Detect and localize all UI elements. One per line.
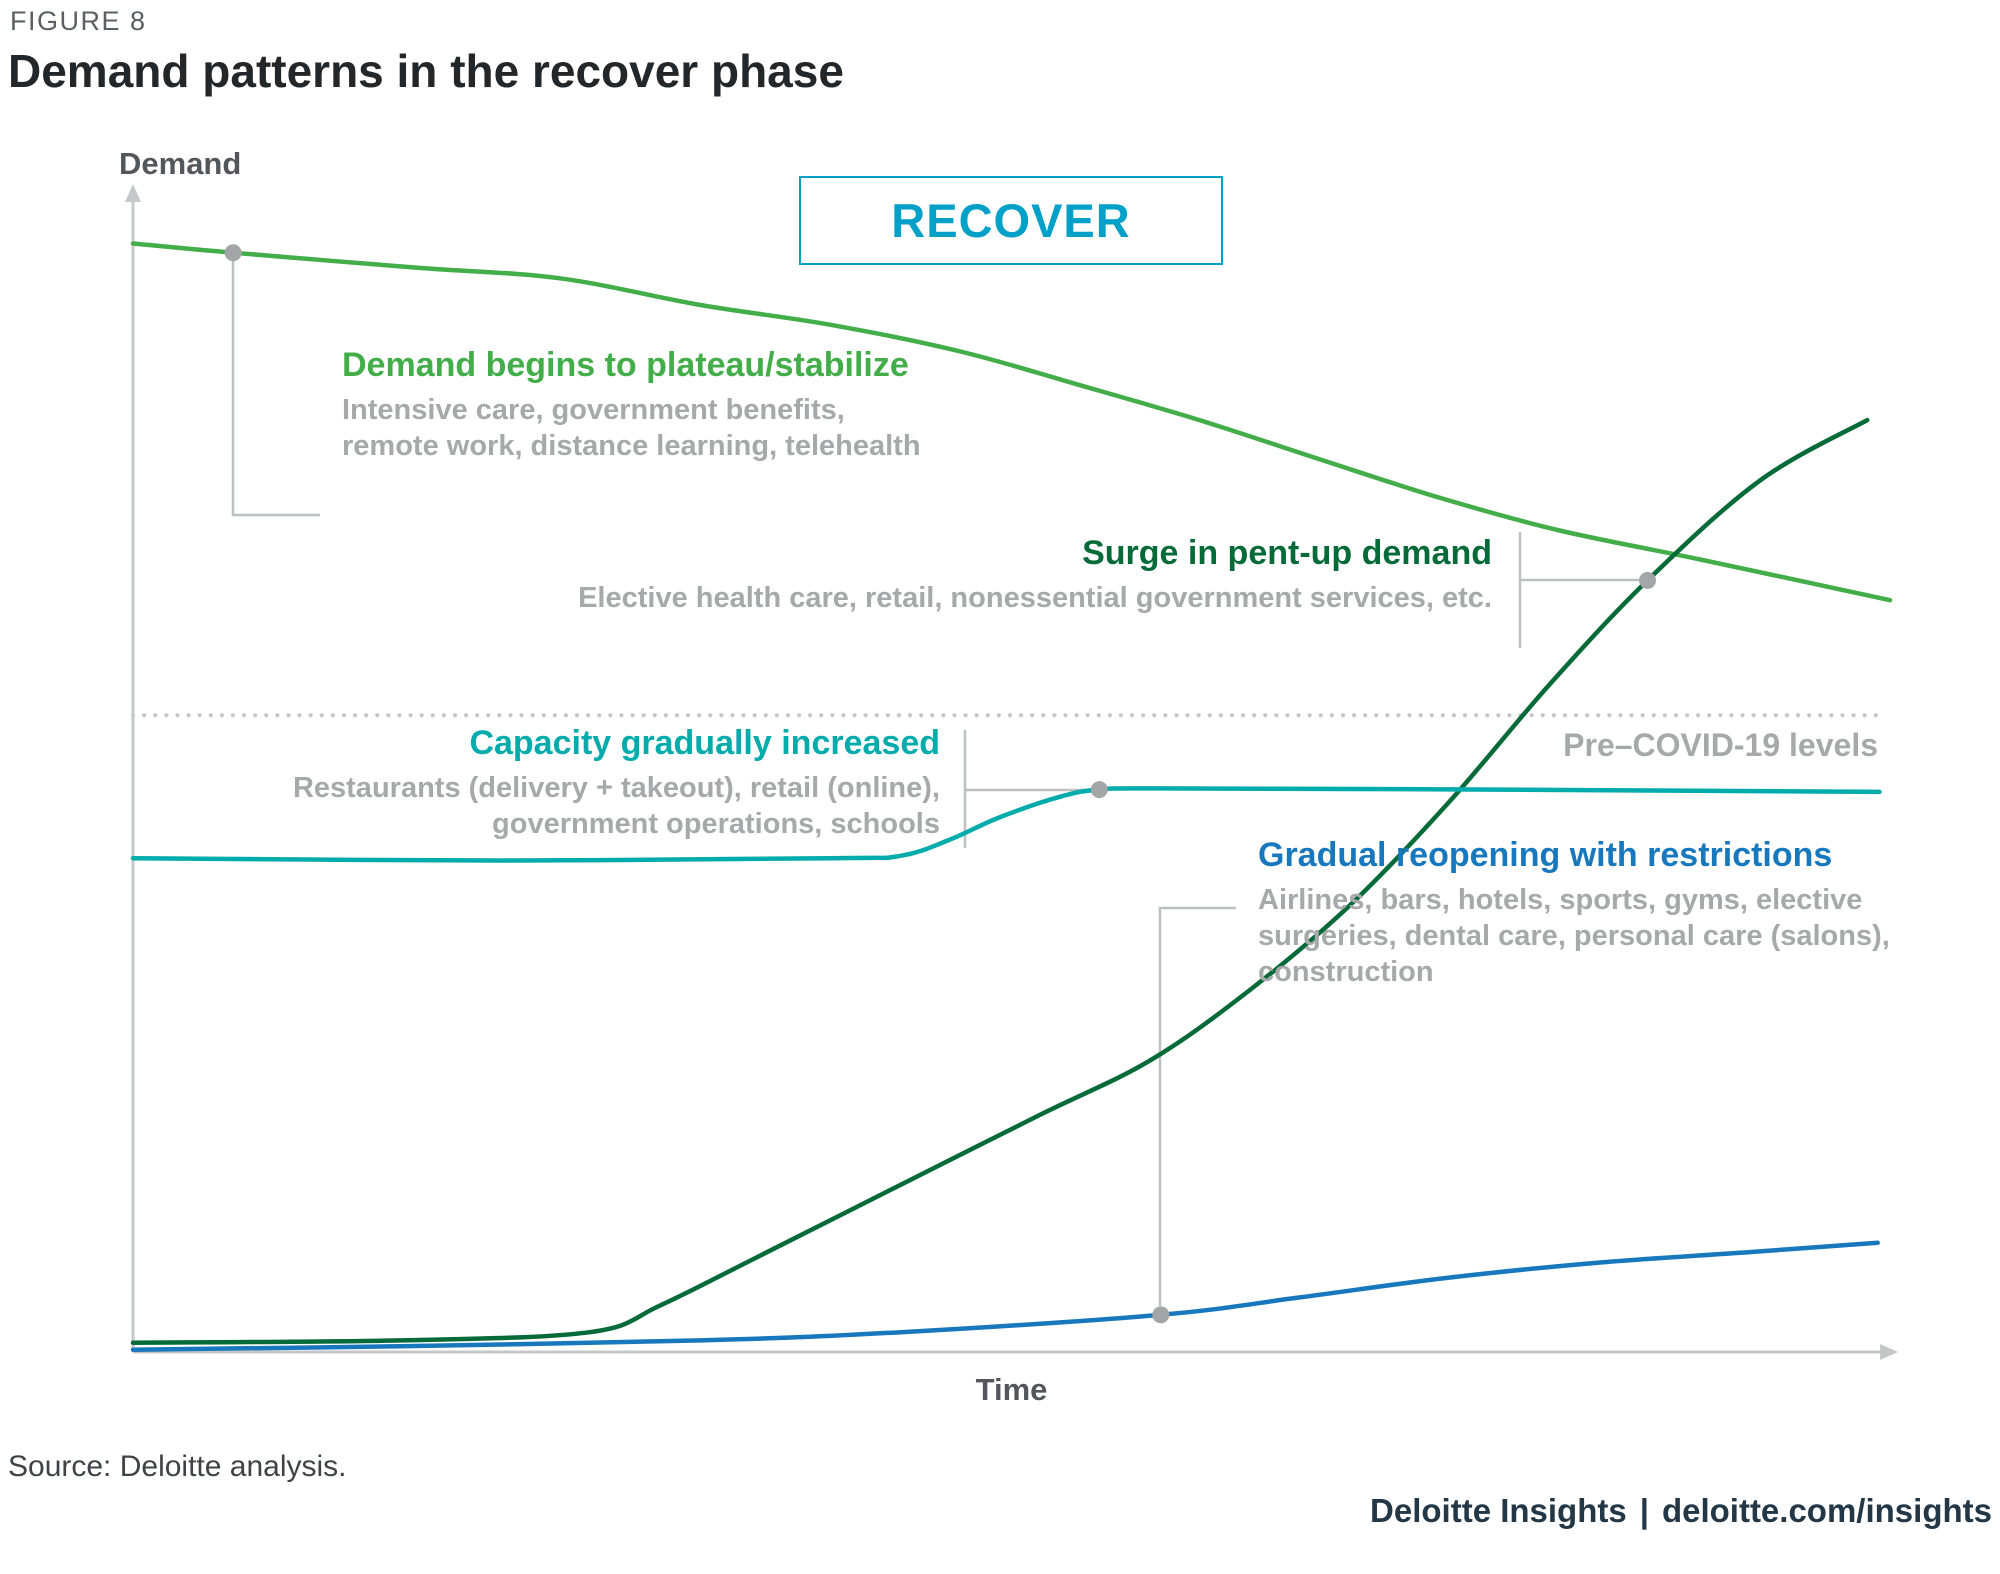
footer-brand: Deloitte Insights [1370, 1492, 1627, 1529]
annotation-reopening: Gradual reopening with restrictions Airl… [1258, 836, 1890, 990]
annotation-reopening-line: Airlines, bars, hotels, sports, gyms, el… [1258, 884, 1863, 916]
annotation-reopening-heading: Gradual reopening with restrictions [1258, 836, 1833, 874]
annotation-plateau-heading: Demand begins to plateau/stabilize [342, 346, 909, 384]
series-line-1 [130, 417, 1870, 1345]
annotation-plateau-line: Intensive care, government benefits, [342, 394, 845, 426]
annotation-reopening-line: surgeries, dental care, personal care (s… [1258, 920, 1890, 952]
series-marker-1 [1639, 571, 1657, 589]
page-title: Demand patterns in the recover phase [8, 45, 844, 97]
footer-link[interactable]: deloitte.com/insights [1661, 1492, 1992, 1529]
pre-covid-level-label: Pre–COVID-19 levels [1563, 727, 1878, 763]
y-axis-label: Demand [119, 146, 242, 181]
x-axis-label: Time [975, 1372, 1048, 1407]
annotation-surge-line: Elective health care, retail, nonessenti… [578, 582, 1492, 614]
annotation-reopening-line: construction [1258, 956, 1434, 988]
series-line-0 [130, 241, 1893, 603]
series-marker-2 [1090, 781, 1108, 799]
annotation-plateau: Demand begins to plateau/stabilize Inten… [342, 346, 921, 464]
source-note: Source: Deloitte analysis. [8, 1450, 347, 1483]
footer-credit: Deloitte Insights | deloitte.com/insights [1370, 1492, 1992, 1530]
x-axis-arrow-icon [1880, 1344, 1898, 1360]
series-line-2 [130, 786, 1882, 863]
series-marker-0 [224, 244, 242, 262]
recover-phase-badge: RECOVER [799, 176, 1223, 265]
annotation-capacity-heading: Capacity gradually increased [469, 724, 940, 762]
annotation-plateau-line: remote work, distance learning, teleheal… [342, 430, 921, 462]
annotation-surge: Surge in pent-up demand Elective health … [578, 534, 1492, 616]
annotation-surge-heading: Surge in pent-up demand [1082, 534, 1492, 572]
callout-connector-line [1158, 906, 1236, 1306]
annotation-capacity: Capacity gradually increased Restaurants… [293, 724, 940, 842]
footer-separator: | [1639, 1492, 1649, 1529]
series-line-3 [130, 1240, 1880, 1352]
annotation-capacity-line: Restaurants (delivery + takeout), retail… [292, 772, 940, 804]
annotation-capacity-line: government operations, schools [492, 808, 940, 840]
y-axis-arrow-icon [125, 184, 141, 202]
figure-label: FIGURE 8 [10, 6, 147, 36]
series-marker-3 [1152, 1306, 1170, 1324]
callout-connector-line [231, 261, 320, 517]
